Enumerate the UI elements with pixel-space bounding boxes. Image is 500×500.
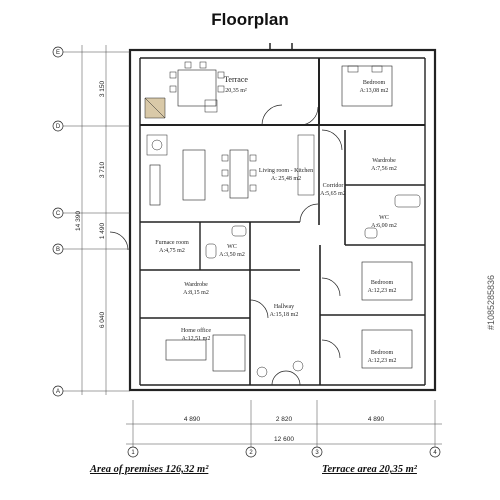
axis-label-e: E bbox=[56, 50, 60, 56]
axis-bubble-a bbox=[52, 385, 64, 397]
room-area-bedroom-1: A:13,08 m2 bbox=[360, 88, 389, 94]
room-area-wc-2: A:3,50 m2 bbox=[219, 252, 245, 258]
room-name-terrace: Terrace bbox=[224, 75, 248, 84]
room-name-wc-1: WC bbox=[379, 215, 389, 221]
dim-v-4: 6 040 bbox=[99, 311, 106, 328]
room-area-hallway: A:15,18 m2 bbox=[270, 312, 299, 318]
dim-h-2: 2 820 bbox=[276, 416, 293, 423]
watermark-id: #1085285836 bbox=[486, 274, 496, 330]
room-name-bedroom-2: Bedroom bbox=[371, 280, 394, 286]
room-area-corridor: A:5,65 m2 bbox=[320, 191, 346, 197]
room-area-terrace: 20,35 m² bbox=[225, 88, 247, 94]
axis-bubble-4 bbox=[429, 446, 441, 458]
axis-label-3: 3 bbox=[315, 450, 319, 456]
dim-v-2: 3 710 bbox=[99, 161, 106, 178]
outer-walls bbox=[128, 48, 437, 392]
room-name-hallway: Hallway bbox=[274, 304, 294, 310]
dim-v-total: 14 390 bbox=[75, 211, 82, 231]
axis-label-2: 2 bbox=[249, 450, 253, 456]
premises-area-label: Area of premises 126,32 m² bbox=[90, 464, 209, 475]
room-name-living-kitchen: Living room - Kitchen bbox=[259, 168, 313, 174]
axis-label-4: 4 bbox=[433, 450, 437, 456]
page-title: Floorplan bbox=[211, 10, 289, 29]
room-name-home-office: Home office bbox=[181, 327, 211, 334]
room-area-bedroom-3: A:12,23 m2 bbox=[368, 358, 397, 364]
room-name-wardrobe-1: Wardrobe bbox=[372, 158, 396, 164]
axis-label-a: A bbox=[56, 389, 60, 395]
dim-h-3: 4 890 bbox=[368, 416, 385, 423]
axis-bubble-2 bbox=[245, 446, 257, 458]
room-area-wardrobe-2: A:8,15 m2 bbox=[183, 290, 209, 296]
dim-v-3: 1 490 bbox=[99, 222, 106, 239]
dim-h-total: 12 600 bbox=[274, 436, 294, 443]
axis-bubble-e bbox=[52, 46, 64, 58]
axis-bubble-b bbox=[52, 243, 64, 255]
axis-label-c: C bbox=[56, 211, 61, 217]
room-area-bedroom-2: A:12,23 m2 bbox=[368, 288, 397, 294]
axis-label-d: D bbox=[56, 124, 61, 130]
axis-label-b: B bbox=[56, 247, 60, 253]
terrace-area-label: Terrace area 20,35 m² bbox=[322, 464, 417, 475]
room-name-corridor: Corridor bbox=[323, 183, 344, 189]
axis-bubble-d bbox=[52, 120, 64, 132]
axis-label-1: 1 bbox=[131, 450, 135, 456]
room-name-furnace: Furnace room bbox=[155, 240, 189, 246]
axis-bubble-c bbox=[52, 207, 64, 219]
room-area-living-kitchen: A: 25,48 m2 bbox=[271, 176, 301, 182]
room-name-wardrobe-2: Wardrobe bbox=[184, 282, 208, 288]
room-name-bedroom-1: Bedroom bbox=[363, 80, 386, 86]
axis-bubble-3 bbox=[311, 446, 323, 458]
axis-bubble-1 bbox=[127, 446, 139, 458]
room-area-furnace: A:4,75 m2 bbox=[159, 248, 185, 254]
dim-h-1: 4 890 bbox=[184, 416, 201, 423]
room-name-bedroom-3: Bedroom bbox=[371, 350, 394, 356]
room-area-wardrobe-1: A:7,56 m2 bbox=[371, 166, 397, 172]
dim-v-1: 3 150 bbox=[99, 80, 106, 97]
room-name-wc-2: WC bbox=[227, 244, 237, 250]
room-area-home-office: A:12,51 m2 bbox=[182, 336, 211, 342]
room-area-wc-1: A:6,00 m2 bbox=[371, 223, 397, 229]
